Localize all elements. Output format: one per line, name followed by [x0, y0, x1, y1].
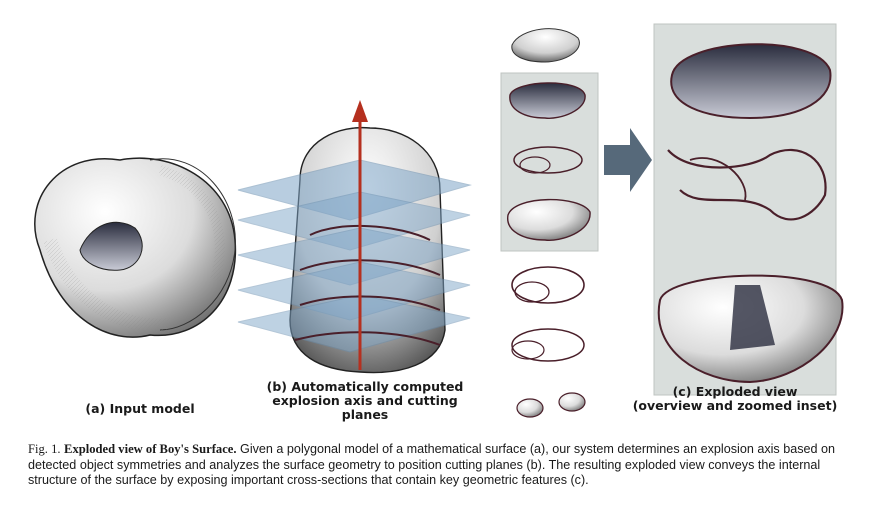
- figure-caption: Fig. 1. Exploded view of Boy's Surface. …: [28, 442, 858, 489]
- caption-body: Given a polygonal model of a mathematica…: [28, 442, 836, 487]
- explosion-axis-and-planes: [237, 100, 472, 374]
- caption-number: Fig. 1.: [28, 442, 61, 456]
- panel-b-label: (b) Automatically computed explosion axi…: [250, 380, 480, 422]
- panel-b-label-line2: explosion axis and cutting planes: [272, 393, 458, 422]
- panel-c-label-line2: (overview and zoomed inset): [632, 398, 838, 413]
- exploded-overview-column: [500, 28, 599, 418]
- panel-a-label: (a) Input model: [85, 401, 195, 416]
- panel-b-label-line1: (b) Automatically computed: [266, 379, 464, 394]
- panel-c-label: (c) Exploded view (overview and zoomed i…: [610, 385, 860, 413]
- figure-illustration: [34, 23, 844, 418]
- caption-title: Exploded view of Boy's Surface.: [64, 442, 237, 456]
- boys-surface-input-model: [34, 157, 237, 338]
- panel-c-label-line1: (c) Exploded view: [672, 384, 798, 399]
- big-arrow: [604, 128, 652, 192]
- zoomed-inset: [653, 23, 844, 396]
